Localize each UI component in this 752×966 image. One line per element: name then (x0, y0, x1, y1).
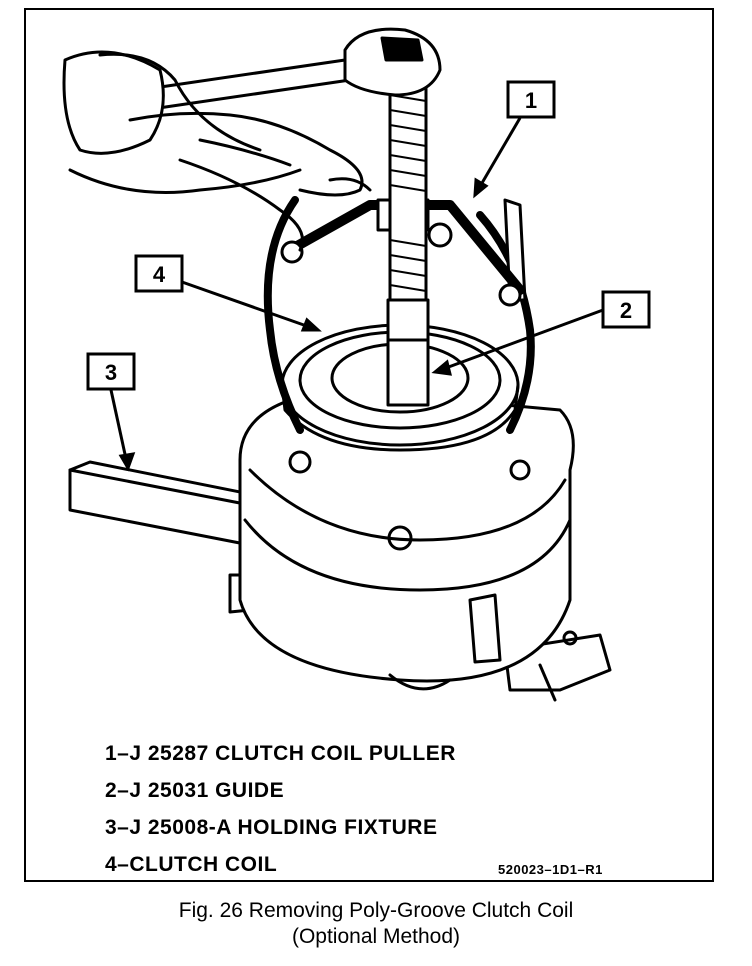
figure-frame (24, 8, 714, 882)
legend-item-2: 2–J 25031 GUIDE (105, 779, 285, 802)
legend-item-3: 3–J 25008-A HOLDING FIXTURE (105, 816, 438, 839)
callout-3-label: 3 (105, 360, 117, 385)
legend-item-4: 4–CLUTCH COIL (105, 853, 278, 876)
callout-2-label: 2 (620, 298, 632, 323)
legend-item-1: 1–J 25287 CLUTCH COIL PULLER (105, 742, 456, 765)
callout-3 (86, 352, 136, 472)
legend: 1–J 25287 CLUTCH COIL PULLER 2–J 25031 G… (105, 735, 456, 883)
callout-4 (134, 254, 322, 332)
caption-line-2: (Optional Method) (291, 925, 461, 948)
callout-1-label: 1 (525, 88, 537, 113)
clutch-coil-puller-illustration: 1 2 3 4 (62, 27, 651, 702)
forcing-screw (386, 58, 430, 407)
caption-line-1: Fig. 26 Removing Poly-Groove Clutch Coil (178, 899, 574, 922)
compressor-body (238, 388, 575, 691)
hand (62, 50, 372, 252)
callout-1 (473, 80, 556, 199)
holding-fixture-bar (68, 460, 262, 614)
figure-caption: Fig. 26 Removing Poly-Groove Clutch Coil… (0, 898, 752, 950)
callout-4-label: 4 (153, 262, 166, 287)
reference-code: 520023–1D1–R1 (498, 862, 603, 877)
callout-2 (431, 290, 651, 376)
